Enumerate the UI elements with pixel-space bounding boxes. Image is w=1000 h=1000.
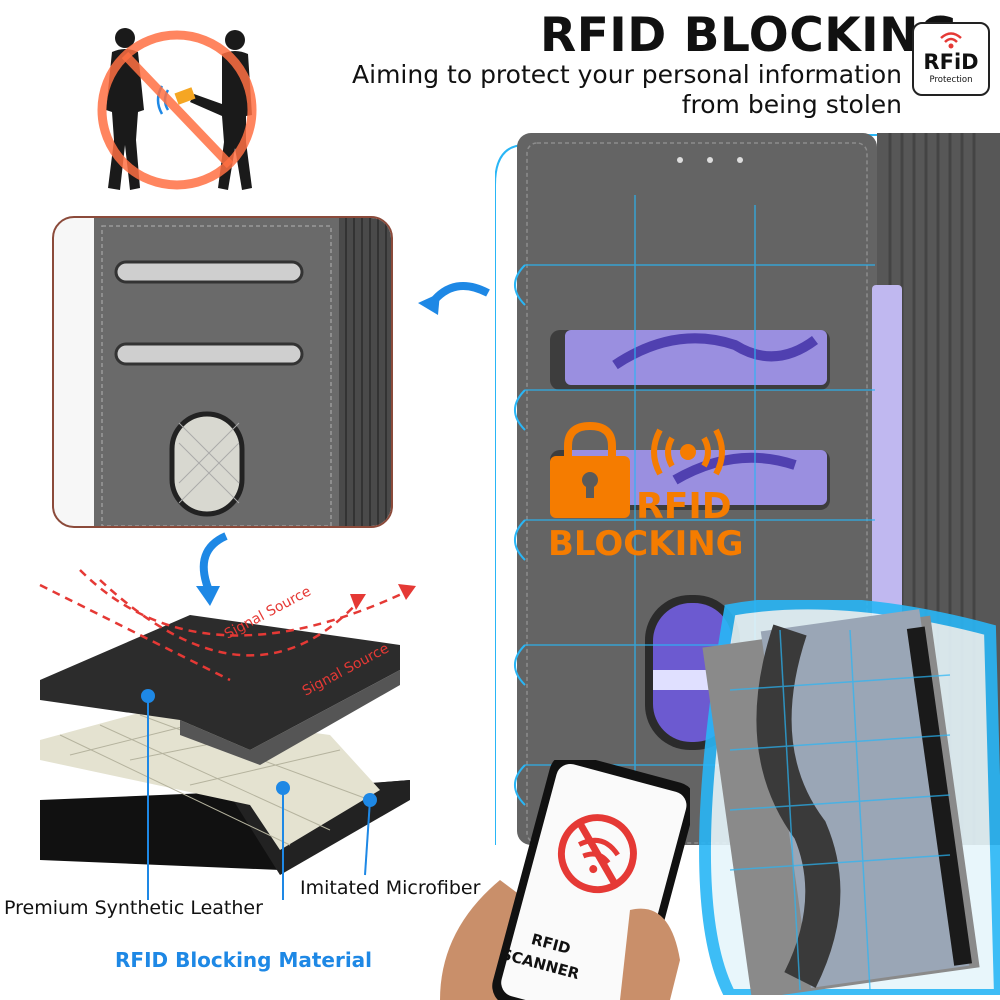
wallet-closeup-frame: [52, 216, 393, 528]
curved-arrow-down-icon: [196, 532, 228, 606]
anti-theft-illustration: [97, 28, 257, 190]
overlay-rfid-text: RFID: [636, 486, 732, 527]
phone-scanner-image: [440, 760, 690, 1000]
rfid-lock-signal-icon: [550, 421, 725, 518]
label-microfiber: Imitated Microfiber: [300, 877, 481, 899]
badge-word: RFiD: [923, 50, 979, 74]
subtitle-line-2: from being stolen: [681, 90, 902, 119]
wifi-signal-icon: [940, 32, 962, 49]
wallet-closeup-image: [94, 218, 391, 526]
prohibition-circle: [97, 30, 257, 190]
material-layers-diagram: [39, 569, 416, 900]
leather-layer: [40, 615, 400, 750]
curved-arrow-left-icon: [418, 282, 490, 315]
closed-wallet-shield-image: [699, 600, 1000, 995]
overlay-blocking-text: BLOCKING: [548, 524, 744, 564]
page-title: RFID BLOCKING: [540, 8, 959, 63]
label-rfid-material: RFID Blocking Material: [115, 948, 373, 972]
subtitle-line-1: Aiming to protect your personal informat…: [352, 60, 902, 89]
badge-caption: Protection: [929, 75, 973, 85]
rfid-protection-badge: RFiD Protection: [912, 22, 990, 96]
label-premium-leather: Premium Synthetic Leather: [4, 897, 263, 919]
